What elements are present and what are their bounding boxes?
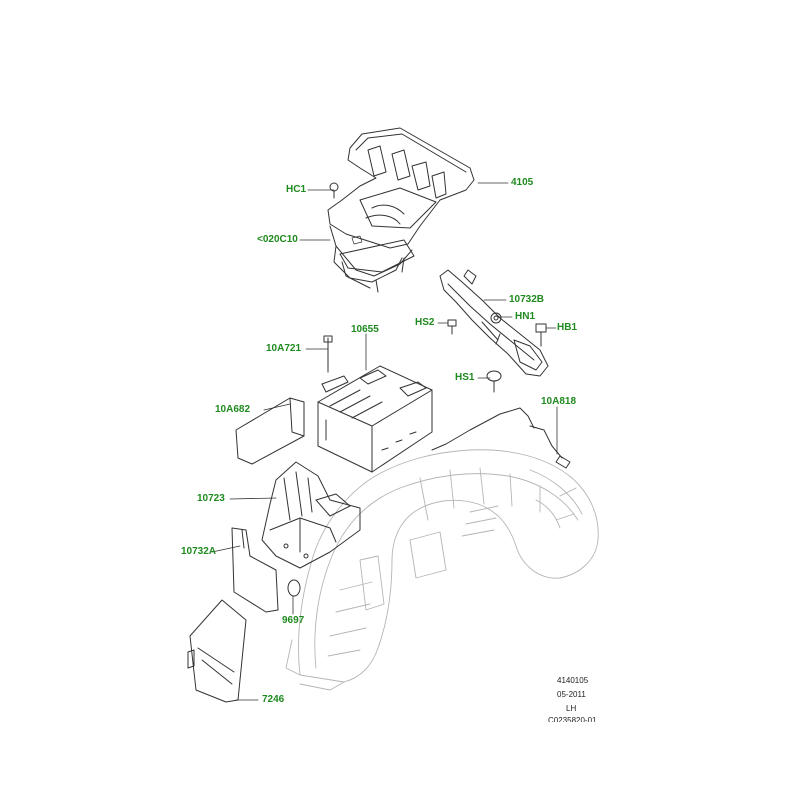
part-label-4105[interactable]: 4105: [511, 177, 534, 188]
battery-tray-10723: [261, 461, 361, 569]
part-label-10732a[interactable]: 10732A: [181, 546, 217, 557]
part-label-hb1[interactable]: HB1: [557, 322, 578, 333]
illustration-code: 4140105: [557, 676, 589, 685]
battery-10655: [317, 365, 433, 473]
drawing-number: C0235820-01: [548, 716, 597, 722]
part-label-10732b[interactable]: 10732B: [509, 294, 545, 305]
cover-tray: [339, 239, 415, 293]
part-label-9697[interactable]: 9697: [282, 615, 305, 626]
illustration-date: 05-2011: [557, 690, 586, 699]
part-label-7246[interactable]: 7246: [262, 694, 285, 705]
battery-cover: [327, 127, 475, 283]
wheel-arch-liner: [285, 449, 599, 691]
part-label-10a818[interactable]: 10A818: [541, 396, 577, 407]
hc1-clip: [329, 182, 339, 199]
leader-lines: [211, 182, 558, 701]
hb1-bolt: [535, 323, 547, 347]
part-label-hs1[interactable]: HS1: [455, 372, 475, 383]
part-label-hs2[interactable]: HS2: [415, 317, 435, 328]
part-label-020c10[interactable]: <020C10: [257, 234, 298, 245]
insulation-sleeve-10a682: [235, 397, 305, 465]
hs2-screw: [447, 319, 457, 335]
illustration-side: LH: [566, 704, 577, 713]
shield-7246: [187, 599, 247, 703]
part-label-hn1[interactable]: HN1: [515, 311, 536, 322]
bracket-10732b: [439, 269, 549, 377]
bracket-plate-10732a: [231, 527, 279, 613]
part-label-hc1[interactable]: HC1: [286, 184, 307, 195]
part-label-10655[interactable]: 10655: [351, 324, 379, 335]
breather-hose-10a818: [431, 407, 571, 469]
part-label-10a721[interactable]: 10A721: [266, 343, 302, 354]
part-label-10a682[interactable]: 10A682: [215, 404, 251, 415]
part-label-10723[interactable]: 10723: [197, 493, 225, 504]
vent-tube-10a721: [321, 335, 349, 393]
hs1-screw: [486, 370, 502, 393]
grommet-9697: [287, 579, 301, 597]
hn1-nut: [490, 312, 502, 324]
